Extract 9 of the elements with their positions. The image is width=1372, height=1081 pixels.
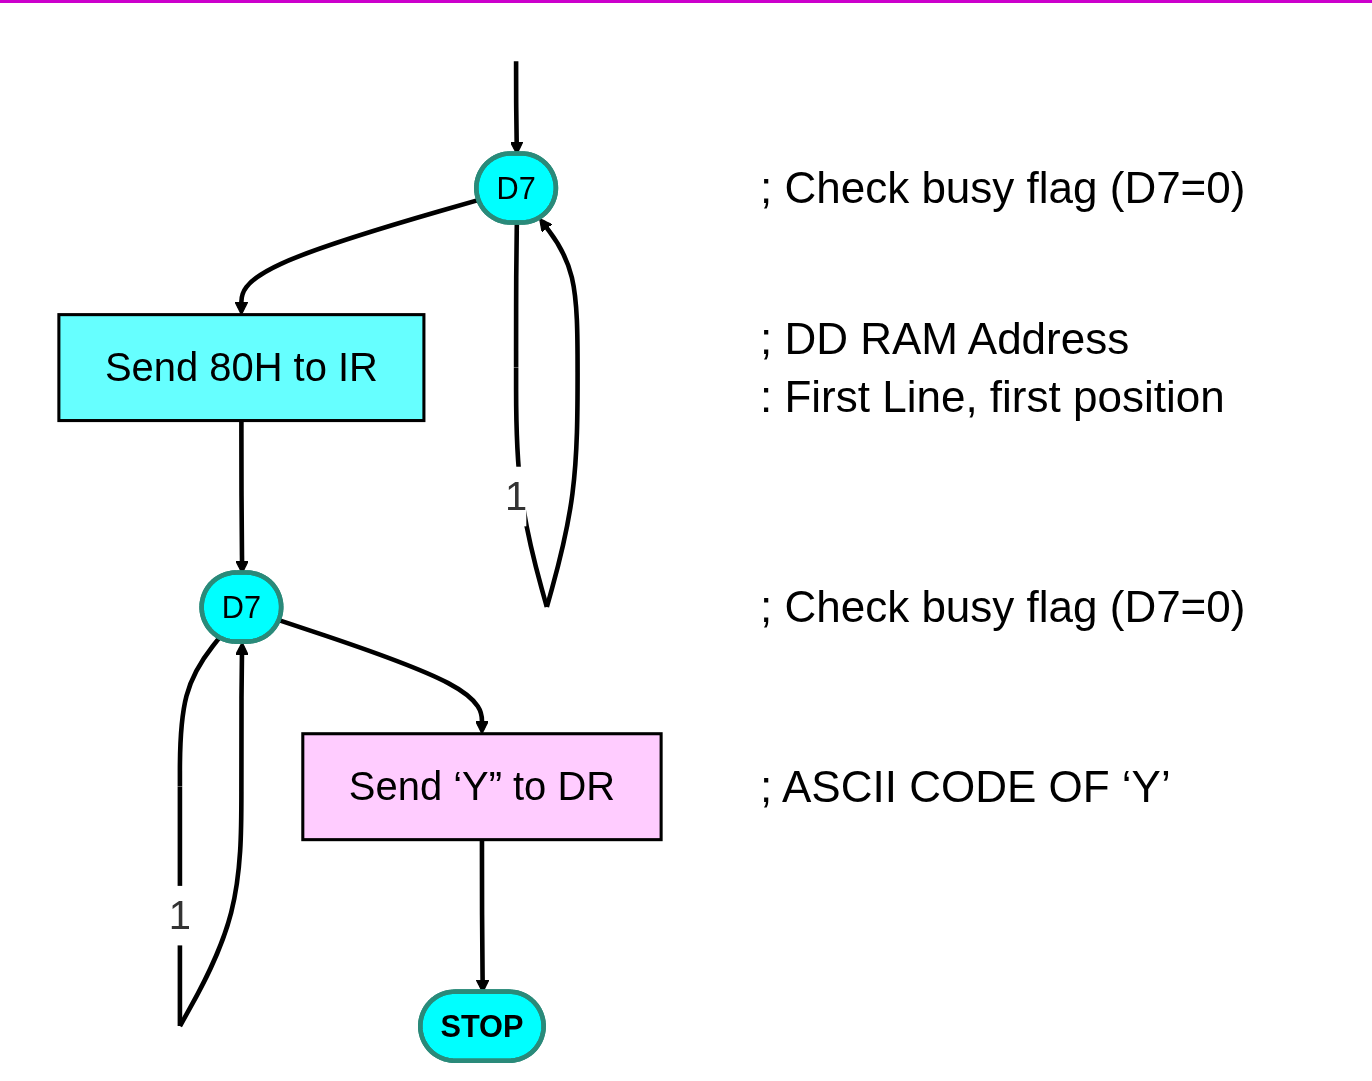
node-box: Send 80H to IR — [57, 313, 426, 423]
comment-text: : First Line, first position — [760, 370, 1225, 423]
node-box: Send ‘Y” to DR — [301, 732, 663, 842]
comment-text: ; Check busy flag (D7=0) — [760, 581, 1246, 634]
comment-text: ; Check busy flag (D7=0) — [760, 162, 1246, 214]
comment-text: ; DD RAM Address — [760, 312, 1130, 365]
edge-label: 1 — [168, 891, 192, 938]
edge-label: 1 — [504, 472, 528, 519]
comment-text: ; ASCII CODE OF ‘Y’ — [760, 760, 1171, 813]
